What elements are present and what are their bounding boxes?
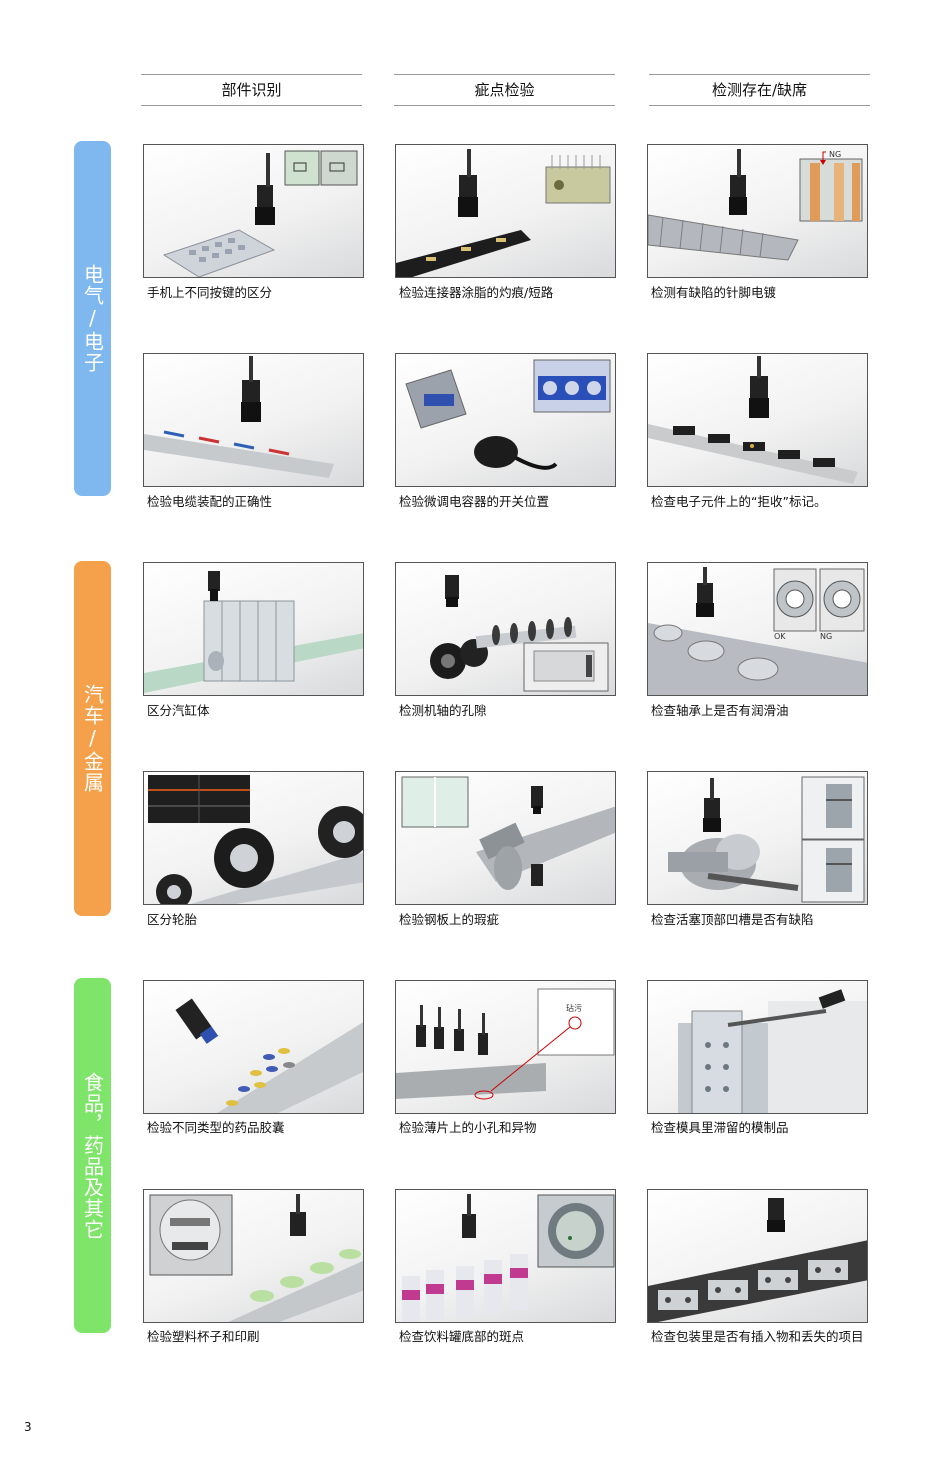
caption-tire-classification: 区分轮胎 xyxy=(147,912,198,927)
photo-connector-grease xyxy=(395,144,616,278)
caption-piston-groove: 检查活塞顶部凹槽是否有缺陷 xyxy=(651,912,814,927)
photo-bearing-lubrication: OK NG xyxy=(647,562,868,696)
ng-label: NG xyxy=(820,632,832,641)
photo-cable-assembly xyxy=(143,353,364,487)
page-number: 3 xyxy=(24,1420,32,1434)
caption-cylinder-block: 区分汽缸体 xyxy=(147,703,210,718)
photo-mold-check xyxy=(647,980,868,1114)
photo-piston-groove xyxy=(647,771,868,905)
photo-pin-plating: NG xyxy=(647,144,868,278)
photo-sheet-holes: 玷污 xyxy=(395,980,616,1114)
caption-sheet-holes: 检验薄片上的小孔和异物 xyxy=(399,1120,537,1135)
category-band-automotive: 汽车/金属 xyxy=(74,561,111,916)
photo-package-inserts xyxy=(647,1189,868,1323)
category-band-food-pharma: 食品，药品及其它 xyxy=(74,978,111,1333)
column-header-defect-inspection: 疵点检验 xyxy=(394,74,615,106)
caption-phone-keys: 手机上不同按键的区分 xyxy=(147,285,273,300)
caption-cable-assembly: 检验电缆装配的正确性 xyxy=(147,494,273,509)
photo-plastic-cups xyxy=(143,1189,364,1323)
photo-trimmer-capacitor xyxy=(395,353,616,487)
photo-cylinder-block xyxy=(143,562,364,696)
caption-connector-grease: 检验连接器涂脂的灼痕/短路 xyxy=(399,285,554,300)
photo-can-bottom xyxy=(395,1189,616,1323)
photo-capsules xyxy=(143,980,364,1114)
caption-can-bottom: 检查饮料罐底部的斑点 xyxy=(399,1329,525,1344)
caption-steel-plate: 检验钢板上的瑕疵 xyxy=(399,912,500,927)
photo-tire-classification xyxy=(143,771,364,905)
caption-reject-mark: 检查电子元件上的“拒收”标记。 xyxy=(651,494,827,509)
photo-phone-keys xyxy=(143,144,364,278)
column-header-presence-absence: 检测存在/缺席 xyxy=(649,74,870,106)
category-label: 汽车/金属 xyxy=(80,684,105,793)
caption-capsules: 检验不同类型的药品胶囊 xyxy=(147,1120,285,1135)
category-label: 食品，药品及其它 xyxy=(80,1071,105,1240)
ng-label: NG xyxy=(829,150,841,159)
caption-mold-check: 检查模具里滞留的模制品 xyxy=(651,1120,789,1135)
caption-plastic-cups: 检验塑料杯子和印刷 xyxy=(147,1329,260,1344)
photo-reject-mark xyxy=(647,353,868,487)
caption-pin-plating: 检测有缺陷的针脚电镀 xyxy=(651,285,777,300)
caption-bearing-lubrication: 检查轴承上是否有润滑油 xyxy=(651,703,789,718)
photo-steel-plate xyxy=(395,771,616,905)
category-label: 电气/电子 xyxy=(80,264,105,373)
caption-trimmer-capacitor: 检验微调电容器的开关位置 xyxy=(399,494,550,509)
category-band-electrical: 电气/电子 xyxy=(74,141,111,496)
ok-label: OK xyxy=(774,632,786,641)
photo-camshaft xyxy=(395,562,616,696)
column-header-part-identification: 部件识别 xyxy=(141,74,362,106)
stain-label: 玷污 xyxy=(566,1003,582,1013)
caption-package-inserts: 检查包装里是否有插入物和丢失的项目 xyxy=(651,1329,864,1344)
caption-camshaft: 检测机轴的孔隙 xyxy=(399,703,487,718)
